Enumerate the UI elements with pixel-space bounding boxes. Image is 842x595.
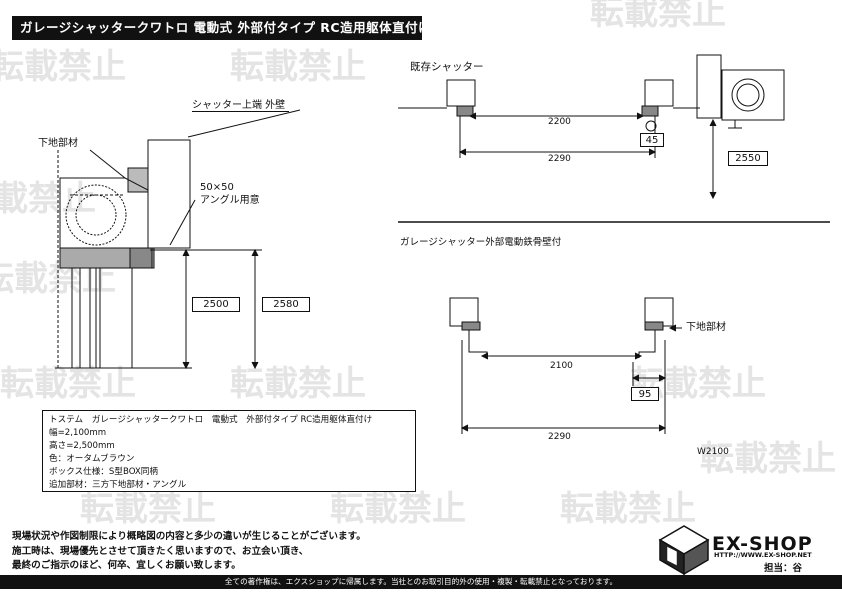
- label-angle-prepare: アングル用意: [200, 195, 260, 206]
- spec-box: トステム ガレージシャッタークワトロ 電動式 外部付タイプ RC造用躯体直付け …: [42, 410, 416, 492]
- dimension-2550: 2550: [728, 151, 768, 166]
- note-line-3: 最終のご指示のほど、何卒、宜しくお願い致します。: [12, 560, 241, 571]
- watermark: 転載禁止: [0, 364, 136, 404]
- staff-label: 担当：谷: [764, 563, 803, 574]
- logo-name: EX-SHOP: [712, 533, 813, 555]
- watermark: 転載禁止: [700, 439, 836, 479]
- dimension-2290-top: 2290: [548, 154, 571, 164]
- label-shutter-top: シャッター上端 外壁: [192, 100, 290, 112]
- top-right-plan-view: [398, 54, 830, 223]
- watermark: 転載禁止: [0, 47, 126, 87]
- notes: 現場状況や作図制限により概略図の内容と多少の違いが生じることがございます。 施工…: [12, 530, 366, 574]
- watermark: 転載禁止: [80, 489, 216, 529]
- watermark: 転載禁止: [230, 364, 366, 404]
- label-existing-shutter: 既存シャッター: [410, 61, 484, 73]
- page-title: ガレージシャッタークワトロ 電動式 外部付タイプ RC造用躯体直付け: [12, 16, 431, 40]
- spec-product: トステム ガレージシャッタークワトロ 電動式 外部付タイプ RC造用躯体直付け: [49, 415, 373, 425]
- dimension-2100: 2100: [550, 361, 573, 371]
- dimension-2290-bottom: 2290: [548, 432, 571, 442]
- logo-url: HTTP://WWW.EX-SHOP.NET: [714, 551, 812, 559]
- spec-color: 色：オータムブラウン: [49, 454, 135, 464]
- logo-cube-icon: [658, 525, 710, 576]
- left-section-view: [55, 109, 301, 370]
- spec-box-type: ボックス仕様：S型BOX同柄: [49, 467, 158, 477]
- note-line-1: 現場状況や作図制限により概略図の内容と多少の違いが生じることがございます。: [12, 531, 366, 542]
- dimension-45: 45: [640, 133, 664, 147]
- watermark: 転載禁止: [330, 489, 466, 529]
- sheet-number: W2100: [697, 447, 729, 457]
- watermark: 転載禁止: [560, 489, 696, 529]
- note-line-2: 施工時は、現場優先とさせて頂きたく思いますので、お立会い頂き、: [12, 545, 309, 557]
- bottom-right-plan-view: [449, 297, 682, 434]
- label-base-material: 下地部材: [38, 138, 78, 149]
- watermark: 転載禁止: [0, 179, 96, 219]
- heading-steel-wall: ガレージシャッター外部電動鉄骨壁付: [400, 237, 562, 248]
- dimension-95: 95: [631, 387, 659, 401]
- label-angle-size: 50×50: [200, 182, 234, 193]
- dimension-2580: 2580: [262, 297, 310, 312]
- spec-width: 幅=2,100mm: [49, 428, 107, 438]
- label-base-material-right: 下地部材: [686, 322, 726, 333]
- dimension-2500: 2500: [192, 297, 240, 312]
- watermark: 転載禁止: [230, 47, 366, 87]
- spec-height: 高さ=2,500mm: [49, 441, 115, 451]
- dimension-2200: 2200: [548, 117, 571, 127]
- copyright-footer: 全ての著作権は、エクスショップに帰属します。当社とのお取引目的外の使用・複製・転…: [0, 575, 842, 589]
- spec-additional: 追加部材：三方下地部材・アングル: [49, 480, 187, 490]
- watermark: 転載禁止: [590, 0, 726, 33]
